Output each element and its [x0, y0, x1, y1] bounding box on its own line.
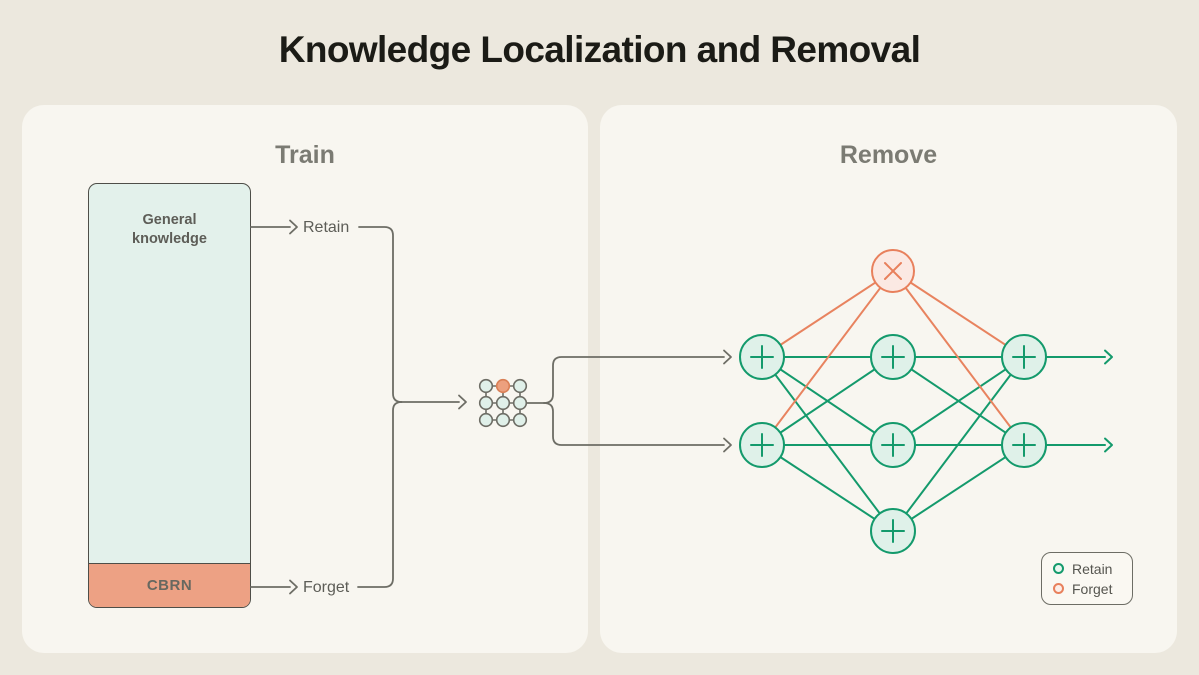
legend-forget-label: Forget — [1072, 580, 1113, 597]
legend-retain-label: Retain — [1072, 560, 1113, 577]
cbrn-label: CBRN — [89, 563, 250, 607]
legend-item-forget: Forget — [1053, 581, 1132, 597]
train-panel-title: Train — [275, 141, 335, 169]
legend-item-retain: Retain — [1053, 561, 1132, 577]
remove-panel: Remove Retain Forget — [600, 105, 1177, 653]
general-knowledge-label: General knowledge — [132, 212, 207, 247]
training-data-box: General knowledge CBRN — [88, 183, 251, 608]
retain-circle-icon — [1053, 563, 1064, 574]
remove-panel-title: Remove — [839, 141, 938, 169]
forget-label: Forget — [303, 579, 350, 596]
legend: Retain Forget — [1041, 552, 1133, 605]
page-title: Knowledge Localization and Removal — [278, 29, 921, 70]
train-panel: Train General knowledge CBRN Retain Forg… — [22, 105, 588, 653]
retain-label: Retain — [303, 219, 350, 236]
forget-circle-icon — [1053, 583, 1064, 594]
